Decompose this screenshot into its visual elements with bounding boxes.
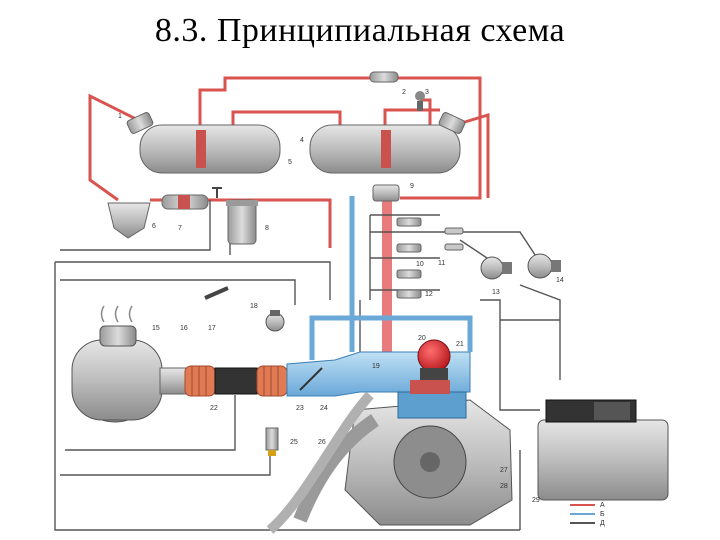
- callout-7: 7: [178, 225, 182, 232]
- callout-13: 13: [492, 289, 500, 296]
- callout-11: 11: [438, 260, 445, 267]
- callout-25: 25: [290, 439, 298, 446]
- callout-19: 19: [372, 363, 380, 370]
- mass-air-flow-sensor: [214, 367, 258, 395]
- check-valve: [369, 71, 399, 83]
- callout-numbers: 1 2 3 4 5 6 7 8 9 10 11 12 13 14 15 16 1…: [118, 89, 564, 504]
- ignition-coil-14: [527, 253, 561, 279]
- callout-27: 27: [500, 467, 508, 474]
- fuel-pump: [161, 187, 222, 210]
- page-title: 8.3. Принципиальная схема: [154, 12, 566, 49]
- ignition-coil-13: [480, 256, 512, 280]
- accelerator-pedal: [204, 286, 229, 300]
- callout-2: 2: [402, 89, 406, 96]
- pressure-regulator: [372, 184, 400, 202]
- callout-9: 9: [410, 183, 414, 190]
- callout-26: 26: [318, 439, 326, 446]
- callout-22: 22: [210, 405, 218, 412]
- pressure-sensor: [265, 310, 285, 332]
- legend: A Б Д: [570, 502, 605, 527]
- spark-plugs: [444, 227, 464, 251]
- callout-28: 28: [500, 483, 508, 490]
- legend-label-a: A: [600, 502, 605, 509]
- fuel-tank-left: [126, 112, 281, 174]
- fuel-tank-right: [309, 112, 466, 174]
- callout-20: 20: [418, 335, 426, 342]
- callout-21: 21: [456, 341, 464, 348]
- callout-24: 24: [320, 405, 328, 412]
- legend-label-b: Б: [600, 511, 605, 518]
- corrugated-hose-2: [256, 365, 288, 397]
- exhaust-pipe: [293, 414, 379, 523]
- ignition-distributor: [417, 339, 451, 380]
- callout-16: 16: [180, 325, 188, 332]
- fuel-filter-fine: [226, 199, 258, 245]
- bypass-air-tube: [309, 315, 473, 360]
- callout-6: 6: [152, 223, 156, 230]
- injectors: [396, 217, 422, 299]
- callout-18: 18: [250, 303, 258, 310]
- air-cleaner: [71, 305, 163, 423]
- callout-17: 17: [208, 325, 216, 332]
- oxygen-sensor: [265, 427, 279, 456]
- legend-label-c: Д: [600, 520, 605, 527]
- callout-14: 14: [556, 277, 564, 284]
- callout-3: 3: [425, 89, 429, 96]
- fuel-lines: [88, 76, 490, 248]
- callout-4: 4: [300, 137, 304, 144]
- callout-10: 10: [416, 261, 424, 268]
- callout-23: 23: [296, 405, 304, 412]
- fuel-filter-coarse: [107, 202, 151, 239]
- callout-15: 15: [152, 325, 160, 332]
- callout-5: 5: [288, 159, 292, 166]
- engine-block: [344, 380, 513, 526]
- callout-1: 1: [118, 113, 122, 120]
- callout-29: 29: [532, 497, 540, 504]
- exhaust-pipe-2: [266, 391, 374, 534]
- corrugated-hose: [184, 365, 216, 397]
- electronic-control-unit: [537, 399, 669, 501]
- vent-valve: [415, 91, 425, 111]
- callout-8: 8: [265, 225, 269, 232]
- callout-12: 12: [425, 291, 433, 298]
- fuel-rail: [382, 195, 392, 355]
